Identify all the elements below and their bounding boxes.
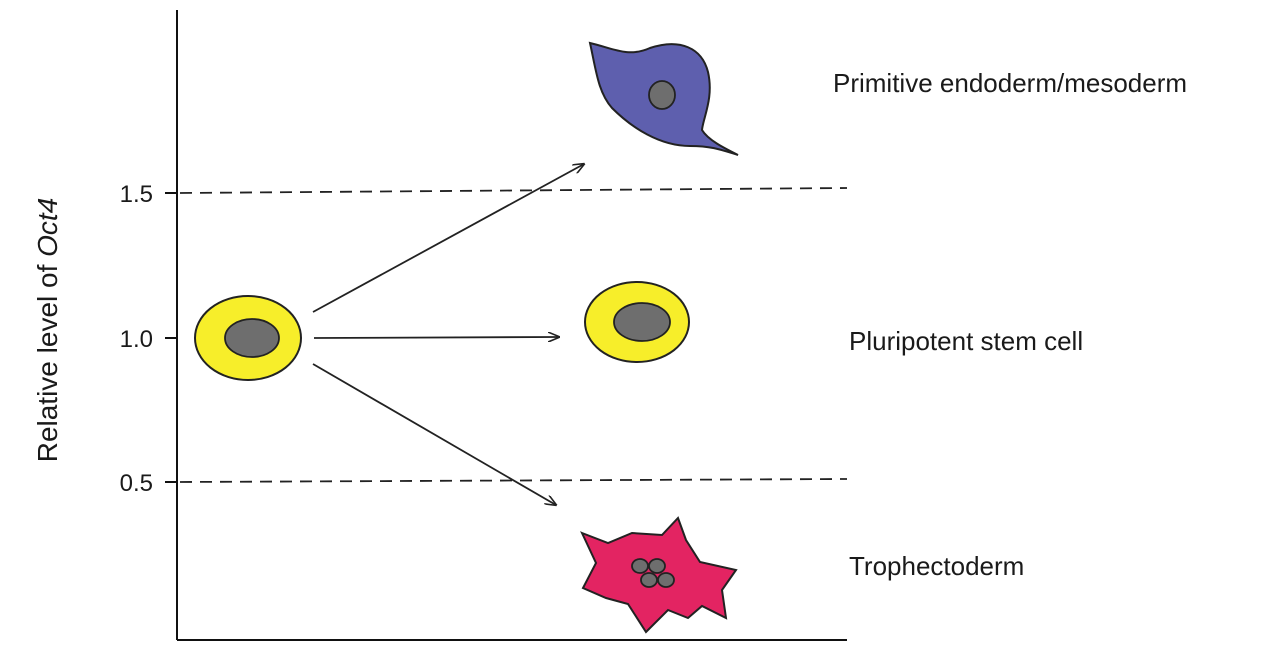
y-tick-label-1-5: 1.5 — [120, 181, 153, 208]
threshold-line-1-5 — [180, 188, 847, 193]
y-axis-title-prefix: Relative level of — [32, 257, 63, 462]
arrow-to-trophectoderm — [313, 364, 556, 505]
trophectoderm-nucleus-fragment-4 — [658, 573, 674, 587]
trophectoderm-nucleus-fragment-3 — [641, 573, 657, 587]
arrow-to-endoderm — [313, 164, 584, 312]
y-axis-title-gene: Oct4 — [32, 198, 63, 257]
source-stem-cell — [195, 296, 301, 380]
y-tick-label-0-5: 0.5 — [120, 470, 153, 497]
endoderm-cell-nucleus — [649, 81, 675, 109]
label-trophectoderm: Trophectoderm — [849, 551, 1024, 581]
label-primitive-endoderm-mesoderm: Primitive endoderm/mesoderm — [833, 68, 1187, 98]
trophectoderm-cell — [582, 518, 736, 632]
pluripotent-stem-cell-nucleus — [614, 303, 670, 341]
y-axis-title: Relative level of Oct4 — [32, 198, 63, 463]
label-pluripotent-stem-cell: Pluripotent stem cell — [849, 326, 1083, 356]
trophectoderm-cell-body — [582, 518, 736, 632]
pluripotent-stem-cell — [585, 282, 689, 362]
trophectoderm-nucleus-fragment-1 — [632, 559, 648, 573]
arrow-to-stem-cell — [314, 337, 559, 338]
source-stem-cell-nucleus — [225, 319, 279, 357]
endoderm-cell — [590, 43, 738, 155]
trophectoderm-nucleus-fragment-2 — [649, 559, 665, 573]
y-tick-label-1-0: 1.0 — [120, 326, 153, 353]
